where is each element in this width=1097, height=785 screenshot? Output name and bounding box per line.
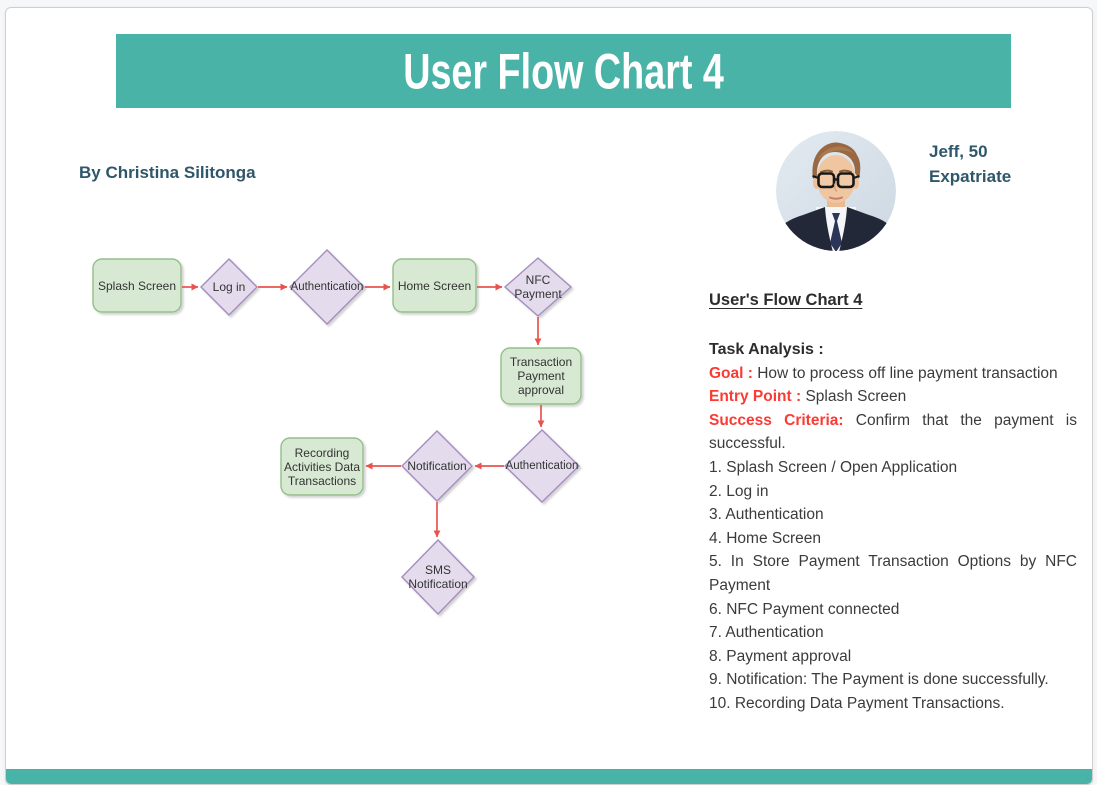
entry-point-text: Splash Screen bbox=[801, 388, 907, 406]
task-step-3: 3. Authentication bbox=[709, 506, 824, 524]
flow-shape-nfc-payment bbox=[503, 257, 573, 317]
flow-shape-splash-screen bbox=[92, 258, 182, 313]
author-byline: By Christina Silitonga bbox=[79, 163, 256, 182]
persona-info: Jeff, 50 Expatriate bbox=[929, 139, 1011, 189]
flow-label-nfc-payment: NFC Payment bbox=[514, 273, 562, 301]
flow-label-splash-screen: Splash Screen bbox=[97, 278, 177, 293]
flow-shape-recording-activities bbox=[280, 437, 364, 496]
flow-shape-notification bbox=[401, 430, 473, 502]
task-subheading: Task Analysis : bbox=[709, 341, 824, 358]
avatar-portrait-icon bbox=[776, 131, 896, 251]
flow-arrows bbox=[182, 283, 545, 538]
success-criteria-text: Confirm that the payment is successful. bbox=[709, 411, 1077, 453]
task-step-8: 8. Payment approval bbox=[709, 647, 852, 665]
footer-bar bbox=[6, 769, 1092, 784]
flow-label-home-screen: Home Screen bbox=[397, 278, 472, 293]
flow-shape-authentication-1 bbox=[289, 249, 365, 325]
header-banner: User Flow Chart 4 bbox=[116, 34, 1011, 108]
task-step-2: 2. Log in bbox=[709, 482, 769, 500]
task-step-4: 4. Home Screen bbox=[709, 529, 821, 547]
goal-label: Goal : bbox=[709, 364, 753, 382]
task-step-10: 10. Recording Data Payment Transactions. bbox=[709, 694, 1005, 712]
task-steps-list: 1. Splash Screen / Open Application 2. L… bbox=[709, 456, 1077, 716]
slide: User Flow Chart 4 By Christina Silitonga bbox=[5, 7, 1093, 785]
task-step-7: 7. Authentication bbox=[709, 624, 824, 642]
flow-shape-transaction-payment-approval bbox=[500, 347, 582, 405]
flow-label-notification: Notification bbox=[407, 459, 467, 473]
success-criteria-label: Success Criteria: bbox=[709, 411, 844, 429]
task-step-6: 6. NFC Payment connected bbox=[709, 600, 900, 618]
task-step-9: 9. Notification: The Payment is done suc… bbox=[709, 671, 1049, 689]
flow-label-authentication-1: Authentication bbox=[290, 281, 364, 293]
entry-point-line: Entry Point : Splash Screen bbox=[709, 385, 1077, 409]
entry-point-label: Entry Point : bbox=[709, 388, 802, 406]
goal-line: Goal : How to process off line payment t… bbox=[709, 362, 1077, 386]
goal-text: How to process off line payment transact… bbox=[752, 364, 1058, 382]
task-heading: User's Flow Chart 4 bbox=[709, 291, 863, 309]
persona-name: Jeff, 50 bbox=[929, 142, 988, 161]
flow-label-transaction-payment-approval: Transaction Payment approval bbox=[509, 355, 573, 397]
persona-role: Expatriate bbox=[929, 167, 1012, 186]
task-step-1: 1. Splash Screen / Open Application bbox=[709, 458, 958, 476]
flow-shape-log-in bbox=[200, 258, 258, 316]
page-title: User Flow Chart 4 bbox=[403, 42, 724, 100]
flow-label-sms-notification: SMS Notification bbox=[408, 563, 468, 591]
task-step-5: 5. In Store Payment Transaction Options … bbox=[709, 553, 1077, 594]
persona-avatar bbox=[776, 131, 896, 251]
task-analysis-section: User's Flow Chart 4 Task Analysis : Goal… bbox=[709, 291, 1077, 716]
flow-label-recording-activities: Recording Activities Data Transactions bbox=[283, 445, 361, 488]
flow-shape-home-screen bbox=[392, 258, 477, 313]
flow-shape-authentication-2 bbox=[503, 429, 581, 503]
success-criteria-line: Success Criteria: Confirm that the payme… bbox=[709, 409, 1077, 456]
flow-shape-sms-notification bbox=[401, 538, 475, 616]
flow-label-authentication-2: Authentication bbox=[505, 460, 579, 472]
flow-label-log-in: Log in bbox=[212, 280, 246, 294]
